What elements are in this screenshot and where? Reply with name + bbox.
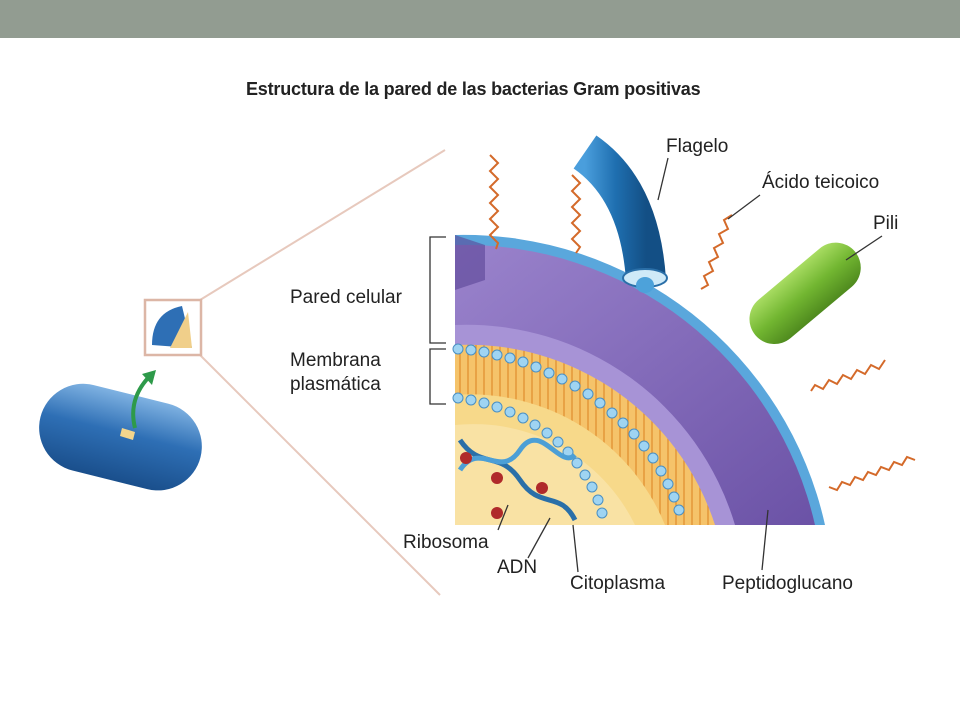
- label-citoplasma: Citoplasma: [570, 573, 665, 594]
- dna-helix: [457, 437, 578, 522]
- cell-wedge: [452, 234, 825, 525]
- label-ribosoma: Ribosoma: [403, 532, 489, 553]
- teichoic-acids: [488, 154, 916, 492]
- label-membrana: Membrana: [290, 350, 381, 371]
- bacterium-rod: [39, 383, 202, 491]
- zoom-line-bottom: [199, 354, 441, 596]
- diagram-title: Estructura de la pared de las bacterias …: [246, 79, 701, 99]
- inset-box: [143, 298, 203, 357]
- label-acido-teicoico: Ácido teicoico: [762, 172, 879, 193]
- flagellum: [573, 135, 668, 293]
- label-plasmatica: plasmática: [290, 374, 381, 395]
- label-pili: Pili: [873, 213, 898, 234]
- zoom-arrow: [131, 370, 156, 429]
- zoom-line-top: [199, 149, 446, 301]
- label-peptidoglucano: Peptidoglucano: [722, 573, 853, 594]
- ribosomes: [460, 452, 548, 519]
- header-bar: [0, 0, 960, 38]
- label-pared-celular: Pared celular: [290, 287, 403, 308]
- label-adn: ADN: [497, 557, 537, 578]
- label-flagelo: Flagelo: [666, 136, 728, 157]
- pili: [749, 242, 861, 345]
